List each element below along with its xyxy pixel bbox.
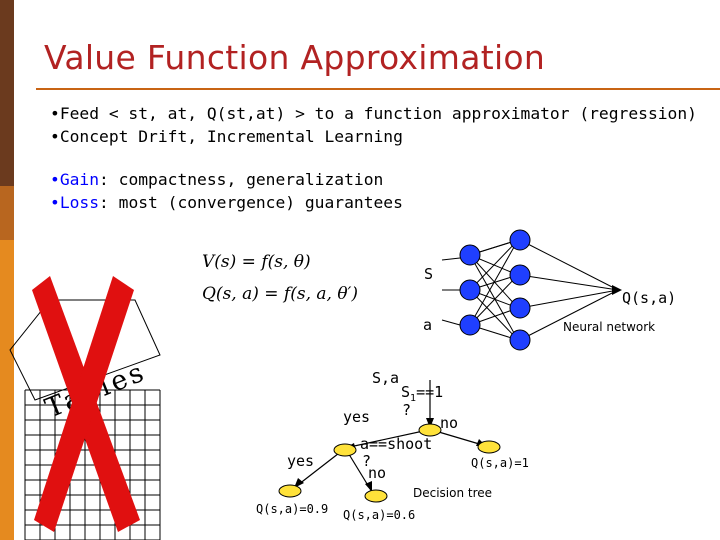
bullet-feed: •Feed < st, at, Q(st,at) > to a function… (50, 104, 697, 123)
tree-leaf-right (477, 440, 501, 454)
tree-leaf-left-label: Q(s,a)=0.9 (256, 502, 329, 516)
bullet-gain: •Gain: compactness, generalization (50, 170, 383, 189)
tree-leaf-mid (364, 489, 388, 503)
tree-root-label: S,a (372, 369, 400, 387)
tree-node-test1 (418, 423, 442, 437)
tree-test2-question: ? (362, 452, 372, 470)
loss-text: : most (convergence) guarantees (99, 193, 403, 212)
bullet-text: Concept Drift, Incremental Learning (59, 127, 403, 146)
nn-hidden-node-2 (459, 279, 481, 301)
nn-output-node-2 (509, 264, 531, 286)
nn-output-node-4 (509, 329, 531, 351)
gain-label: Gain (59, 170, 100, 189)
accent-bar-dark (0, 0, 14, 186)
nn-hidden-node-3 (459, 314, 481, 336)
bullet-marker: • (50, 193, 60, 212)
tree-test1-label: S1==1 (401, 383, 443, 404)
bullet-loss: •Loss: most (convergence) guarantees (50, 193, 403, 212)
nn-nodes (459, 229, 531, 351)
bullet-marker: • (50, 104, 60, 123)
tree-caption: Decision tree (413, 486, 493, 500)
nn-output-node-3 (509, 297, 531, 319)
accent-bar-mid (0, 186, 14, 240)
tree-no1: no (440, 414, 459, 432)
tree-leaf-right-label: Q(s,a)=1 (471, 456, 529, 470)
nn-hidden-node-1 (459, 244, 481, 266)
nn-input-s: S (424, 265, 434, 283)
equation-q: Q(s, a) = f(s, a, θ′) (202, 284, 359, 304)
title-underline (36, 88, 720, 90)
equation-v: V(s) = f(s, θ) (202, 252, 311, 272)
tree-leaf-mid-label: Q(s,a)=0.6 (343, 508, 416, 522)
left-accent-bar (0, 0, 14, 540)
gain-text: : compactness, generalization (99, 170, 384, 189)
slide-title: Value Function Approximation (44, 38, 546, 77)
bullet-text: Feed < st, at, Q(st,at) > to a function … (59, 104, 697, 123)
nn-caption: Neural network (563, 320, 656, 334)
tree-no2: no (368, 464, 387, 482)
bullet-marker: • (50, 127, 60, 146)
tree-nodes (278, 423, 501, 503)
tree-test1-question: ? (402, 401, 412, 419)
loss-label: Loss (59, 193, 100, 212)
nn-output-arrow (612, 285, 622, 295)
red-cross (32, 276, 140, 532)
tree-test2-label: a==shoot (360, 435, 433, 453)
bullet-concept-drift: •Concept Drift, Incremental Learning (50, 127, 403, 146)
tree-yes2: yes (287, 452, 315, 470)
accent-bar-light (0, 240, 14, 540)
nn-input-a: a (423, 316, 433, 334)
tree-test1-prefix: S (401, 383, 411, 401)
nn-output-node-1 (509, 229, 531, 251)
tree-node-test2 (333, 443, 357, 457)
tree-test1-sub: 1 (410, 393, 417, 404)
tree-leaf-left (278, 484, 302, 498)
tree-yes1: yes (343, 408, 371, 426)
tree-test1-suffix: ==1 (416, 383, 444, 401)
bullet-marker: • (50, 170, 60, 189)
nn-output-label: Q(s,a) (622, 289, 677, 307)
